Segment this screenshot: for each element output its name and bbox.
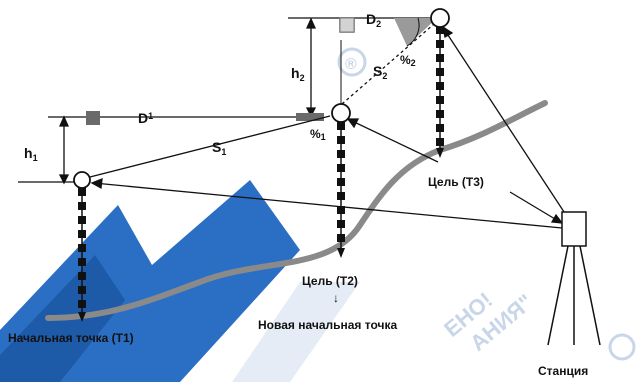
new-start-label: Новая начальная точка <box>258 318 397 332</box>
pct2-label: %2 <box>400 53 416 68</box>
target-t2-label: Цель (Т2) <box>302 274 358 288</box>
watermark-light-band <box>232 282 360 382</box>
start-point-label: Начальная точка (Т1) <box>8 331 134 345</box>
d1-label: D1 <box>138 110 153 126</box>
sight-line-t1 <box>93 182 563 229</box>
s1-label: S1 <box>212 139 226 157</box>
sight-lines <box>90 25 569 229</box>
terrain-line <box>45 100 548 321</box>
d1-marker-square <box>86 111 100 125</box>
prism-t2 <box>331 103 351 123</box>
station-label: Станция <box>538 364 588 378</box>
registered-mark-2 <box>608 333 636 361</box>
reference-lines <box>18 17 430 183</box>
station-instrument <box>547 211 601 346</box>
sight-line-t3 <box>443 28 569 219</box>
pole-t2 <box>331 103 351 258</box>
arrow-t3-label-to-station <box>509 191 561 223</box>
d2-label: D2 <box>366 11 381 29</box>
slope-arc-2 <box>406 17 420 47</box>
s2-label: S2 <box>373 63 387 81</box>
arrow-down-label: ↓ <box>333 291 339 305</box>
prism-t1 <box>73 171 91 189</box>
station-box <box>561 211 587 247</box>
sight-line-t2-from-t3-label <box>349 119 439 163</box>
registered-mark-1-text: ® <box>345 56 357 73</box>
s2-slope-line <box>341 23 435 105</box>
target-t3-label: Цель (Т3) <box>428 175 484 189</box>
pct1-label: %1 <box>310 127 326 142</box>
pole-t1 <box>73 171 91 322</box>
s1-slope-line <box>85 115 331 179</box>
registered-mark-1 <box>337 47 367 77</box>
prism-t3 <box>430 8 450 28</box>
h1-dimension <box>58 115 70 185</box>
h2-dimension <box>305 17 317 118</box>
h1-label: h1 <box>24 145 38 163</box>
slope-shading-2 <box>394 18 437 46</box>
h2-label: h2 <box>291 65 305 83</box>
d2-marker-inner <box>340 18 354 32</box>
t2-marker-square <box>296 113 324 121</box>
pole-t3 <box>430 8 450 158</box>
